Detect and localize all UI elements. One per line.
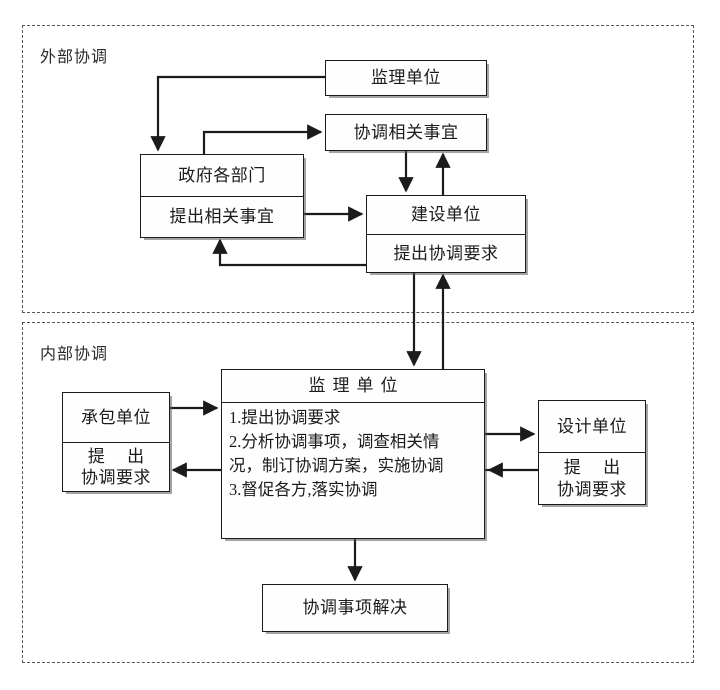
node-construction-unit[interactable]: 建设单位 提出协调要求 (366, 195, 526, 273)
section-frame-internal (22, 322, 694, 663)
node-supervisor-main-body: 1.提出协调要求 2.分析协调事项，调查相关情 况，制订协调方案，实施协调 3.… (222, 402, 484, 538)
node-supervisor-top[interactable]: 监理单位 (325, 60, 487, 96)
node-supervisor-top-title: 监理单位 (371, 68, 441, 88)
node-designer[interactable]: 设计单位 提 出 协调要求 (538, 400, 646, 505)
node-designer-title: 设计单位 (557, 416, 627, 436)
section-label-internal: 内部协调 (40, 346, 109, 363)
node-coordination-matters-title: 协调相关事宜 (353, 122, 459, 142)
node-designer-sub-line2: 协调要求 (557, 479, 627, 499)
node-contractor-title: 承包单位 (81, 407, 151, 427)
node-contractor-sub-line1: 提 出 (87, 446, 154, 466)
node-contractor-sub: 提 出 协调要求 (63, 441, 169, 492)
node-supervisor-main-title: 监理单位 (308, 376, 405, 396)
node-supervisor-main[interactable]: 监理单位 1.提出协调要求 2.分析协调事项，调查相关情 况，制订协调方案，实施… (221, 369, 485, 539)
node-construction-unit-sub: 提出协调要求 (367, 233, 525, 273)
node-resolved-title: 协调事项解决 (302, 598, 408, 618)
node-designer-sub-line1: 提 出 (563, 458, 630, 478)
node-government-sub: 提出相关事宜 (141, 195, 303, 238)
supervisor-main-item-1: 1.提出协调要求 (229, 408, 341, 427)
node-contractor-sub-line2: 协调要求 (81, 467, 151, 487)
supervisor-main-item-3: 3.督促各方,落实协调 (229, 479, 378, 499)
node-government[interactable]: 政府各部门 提出相关事宜 (140, 154, 304, 238)
node-designer-sub: 提 出 协调要求 (539, 452, 645, 504)
supervisor-main-item-2a: 2.分析协调事项，调查相关情 (229, 431, 440, 451)
section-label-external: 外部协调 (40, 49, 109, 66)
node-government-title: 政府各部门 (178, 165, 266, 185)
section-frame-external (22, 25, 694, 313)
node-construction-unit-title: 建设单位 (411, 205, 481, 225)
node-coordination-matters[interactable]: 协调相关事宜 (325, 114, 487, 151)
node-resolved[interactable]: 协调事项解决 (262, 584, 448, 632)
supervisor-main-item-2b: 况，制订协调方案，实施协调 (229, 455, 444, 475)
node-contractor[interactable]: 承包单位 提 出 协调要求 (62, 392, 170, 492)
